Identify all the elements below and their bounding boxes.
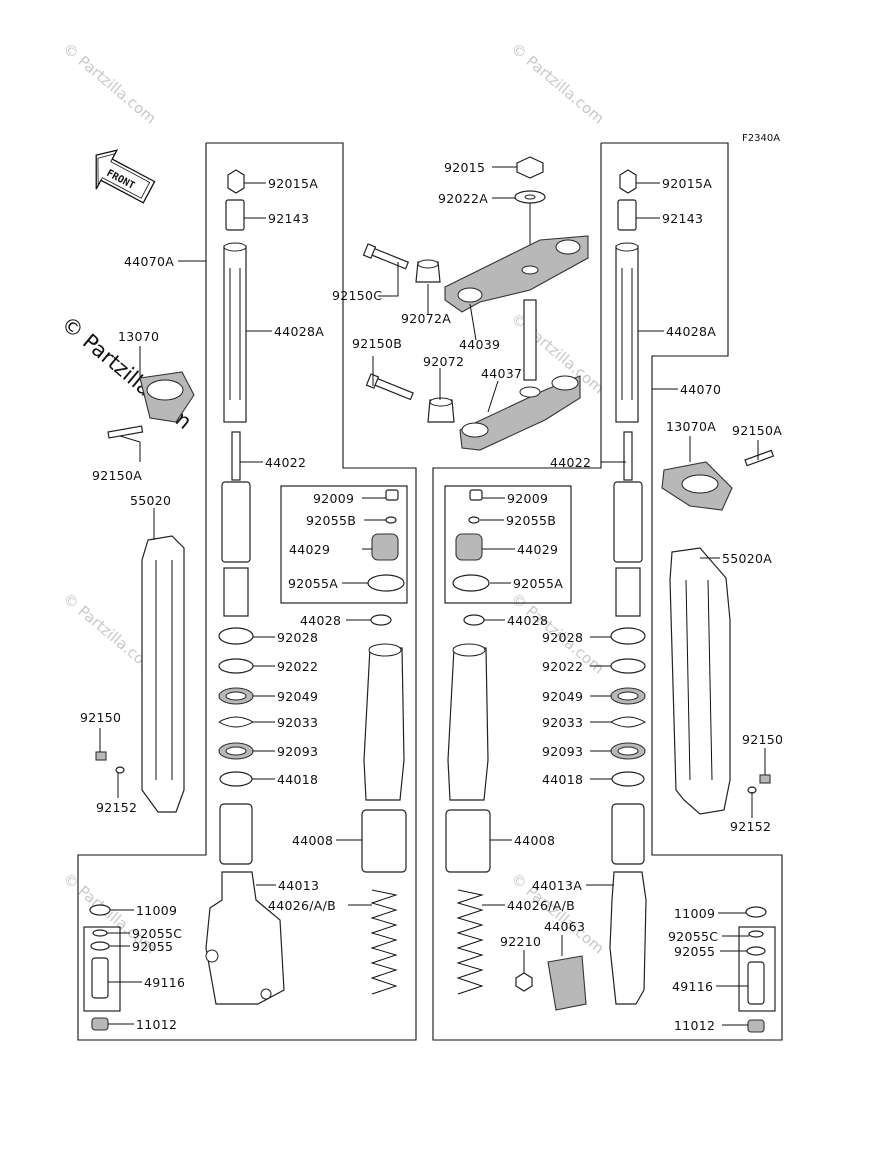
frame-lines <box>77 142 783 1041</box>
part-label[interactable]: 92150B <box>352 336 402 351</box>
part-label[interactable]: 92055B <box>306 513 356 528</box>
part-label[interactable]: 92150A <box>732 423 782 438</box>
part-label[interactable]: 92028 <box>542 630 583 645</box>
leader-lines <box>99 166 766 1026</box>
part-label[interactable]: 92015A <box>662 176 712 191</box>
part-label[interactable]: 92055C <box>668 929 718 944</box>
part-label[interactable]: 44029 <box>289 542 330 557</box>
part-label[interactable]: 44022 <box>550 455 591 470</box>
part-label[interactable]: 44037 <box>481 366 522 381</box>
part-drawings <box>89 156 775 1033</box>
part-label[interactable]: 44070A <box>124 254 174 269</box>
part-label[interactable]: 44008 <box>514 833 555 848</box>
watermark: © Partzilla.com <box>507 39 607 127</box>
part-label[interactable]: 44028 <box>507 613 548 628</box>
part-label[interactable]: 44026/A/B <box>507 898 575 913</box>
part-label[interactable]: 11009 <box>136 903 177 918</box>
part-label[interactable]: 92093 <box>277 744 318 759</box>
part-label[interactable]: 44028A <box>666 324 716 339</box>
part-label[interactable]: 92055 <box>132 939 173 954</box>
watermark: © Partzilla.com <box>59 39 159 127</box>
part-label[interactable]: 13070A <box>666 419 716 434</box>
part-label[interactable]: 44022 <box>265 455 306 470</box>
part-label[interactable]: 44018 <box>542 772 583 787</box>
part-label[interactable]: 44070 <box>680 382 721 397</box>
diagram-code: F2340A <box>742 133 780 144</box>
part-label[interactable]: 92055A <box>288 576 338 591</box>
part-label[interactable]: 44026/A/B <box>268 898 336 913</box>
part-label[interactable]: 44029 <box>517 542 558 557</box>
part-label[interactable]: 13070 <box>118 329 159 344</box>
part-label[interactable]: 92152 <box>96 800 137 815</box>
part-label[interactable]: 11009 <box>674 906 715 921</box>
part-label[interactable]: 92015 <box>444 160 485 175</box>
part-label[interactable]: 92049 <box>277 689 318 704</box>
part-label[interactable]: 44013A <box>532 878 582 893</box>
part-label[interactable]: 92150 <box>80 710 121 725</box>
part-label[interactable]: 92033 <box>542 715 583 730</box>
part-label[interactable]: 92072A <box>401 311 451 326</box>
part-label[interactable]: 92093 <box>542 744 583 759</box>
part-label[interactable]: 11012 <box>136 1017 177 1032</box>
part-label[interactable]: 44039 <box>459 337 500 352</box>
part-label[interactable]: 92022 <box>277 659 318 674</box>
part-label[interactable]: 92210 <box>500 934 541 949</box>
part-label[interactable]: 44028 <box>300 613 341 628</box>
part-label[interactable]: 92055C <box>132 926 182 941</box>
part-label[interactable]: 44008 <box>292 833 333 848</box>
part-label[interactable]: 92072 <box>423 354 464 369</box>
part-label[interactable]: 92143 <box>662 211 703 226</box>
part-label[interactable]: 11012 <box>674 1018 715 1033</box>
part-label[interactable]: 55020A <box>722 551 772 566</box>
part-labels: 92015 92022A 92150C 92072A 44039 92150B … <box>80 160 783 1033</box>
part-label[interactable]: 92022 <box>542 659 583 674</box>
part-label[interactable]: 92150C <box>332 288 382 303</box>
part-label[interactable]: 44028A <box>274 324 324 339</box>
part-label[interactable]: 92015A <box>268 176 318 191</box>
part-label[interactable]: 92028 <box>277 630 318 645</box>
part-label[interactable]: 92009 <box>507 491 548 506</box>
part-label[interactable]: 92150 <box>742 732 783 747</box>
part-label[interactable]: 92049 <box>542 689 583 704</box>
front-arrow-icon: FRONT <box>95 149 156 204</box>
part-label[interactable]: 92055B <box>506 513 556 528</box>
part-label[interactable]: 92022A <box>438 191 488 206</box>
part-label[interactable]: 92152 <box>730 819 771 834</box>
part-label[interactable]: 49116 <box>672 979 713 994</box>
part-label[interactable]: 92143 <box>268 211 309 226</box>
part-label[interactable]: 44013 <box>278 878 319 893</box>
part-label[interactable]: 44063 <box>544 919 585 934</box>
part-label[interactable]: 55020 <box>130 493 171 508</box>
part-label[interactable]: 92055 <box>674 944 715 959</box>
part-label[interactable]: 49116 <box>144 975 185 990</box>
part-label[interactable]: 92055A <box>513 576 563 591</box>
part-label[interactable]: 44018 <box>277 772 318 787</box>
part-label[interactable]: 92033 <box>277 715 318 730</box>
part-label[interactable]: 92009 <box>313 491 354 506</box>
part-label[interactable]: 92150A <box>92 468 142 483</box>
